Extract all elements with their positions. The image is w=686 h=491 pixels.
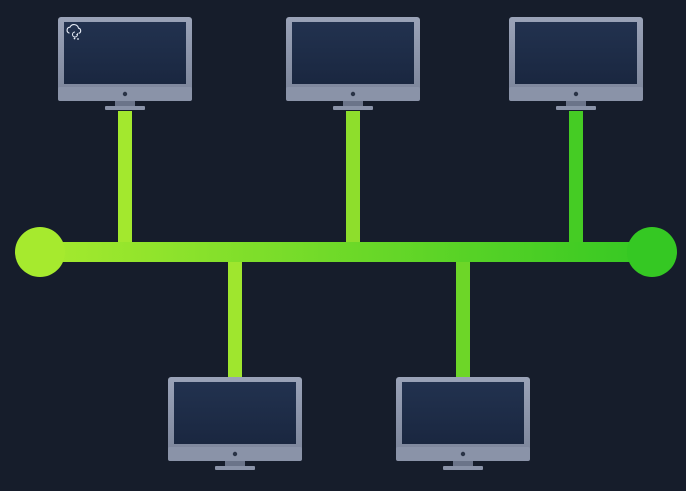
monitor-stand-base — [443, 466, 483, 470]
cloud-sync-icon — [66, 24, 82, 40]
monitor-screen — [402, 382, 524, 444]
power-led-icon — [232, 451, 238, 457]
computer-1-connector — [118, 111, 132, 252]
computer-3 — [509, 17, 643, 110]
computer-5 — [396, 377, 530, 470]
computer-5-connector — [456, 252, 470, 377]
monitor-screen — [174, 382, 296, 444]
monitors-layer — [58, 17, 643, 470]
monitor-stand-neck — [453, 461, 473, 467]
computer-1 — [58, 17, 192, 110]
power-led-icon — [350, 91, 356, 97]
monitor-stand-neck — [225, 461, 245, 467]
bus-backbone — [40, 242, 652, 262]
monitor-stand-neck — [115, 101, 135, 107]
computer-3-connector — [569, 111, 583, 252]
power-led-icon — [573, 91, 579, 97]
monitor-screen — [515, 22, 637, 84]
monitor-stand-neck — [343, 101, 363, 107]
computer-4-connector — [228, 252, 242, 377]
computer-2 — [286, 17, 420, 110]
monitor-screen — [64, 22, 186, 84]
bus-layer — [15, 227, 677, 277]
monitor-stand-base — [105, 106, 145, 110]
computer-2-connector — [346, 111, 360, 252]
computer-4 — [168, 377, 302, 470]
connectors-layer — [118, 111, 583, 377]
right-terminator — [627, 227, 677, 277]
power-led-icon — [460, 451, 466, 457]
left-terminator — [15, 227, 65, 277]
monitor-stand-neck — [566, 101, 586, 107]
power-led-icon — [122, 91, 128, 97]
monitor-stand-base — [333, 106, 373, 110]
monitor-stand-base — [556, 106, 596, 110]
monitor-stand-base — [215, 466, 255, 470]
monitor-screen — [292, 22, 414, 84]
